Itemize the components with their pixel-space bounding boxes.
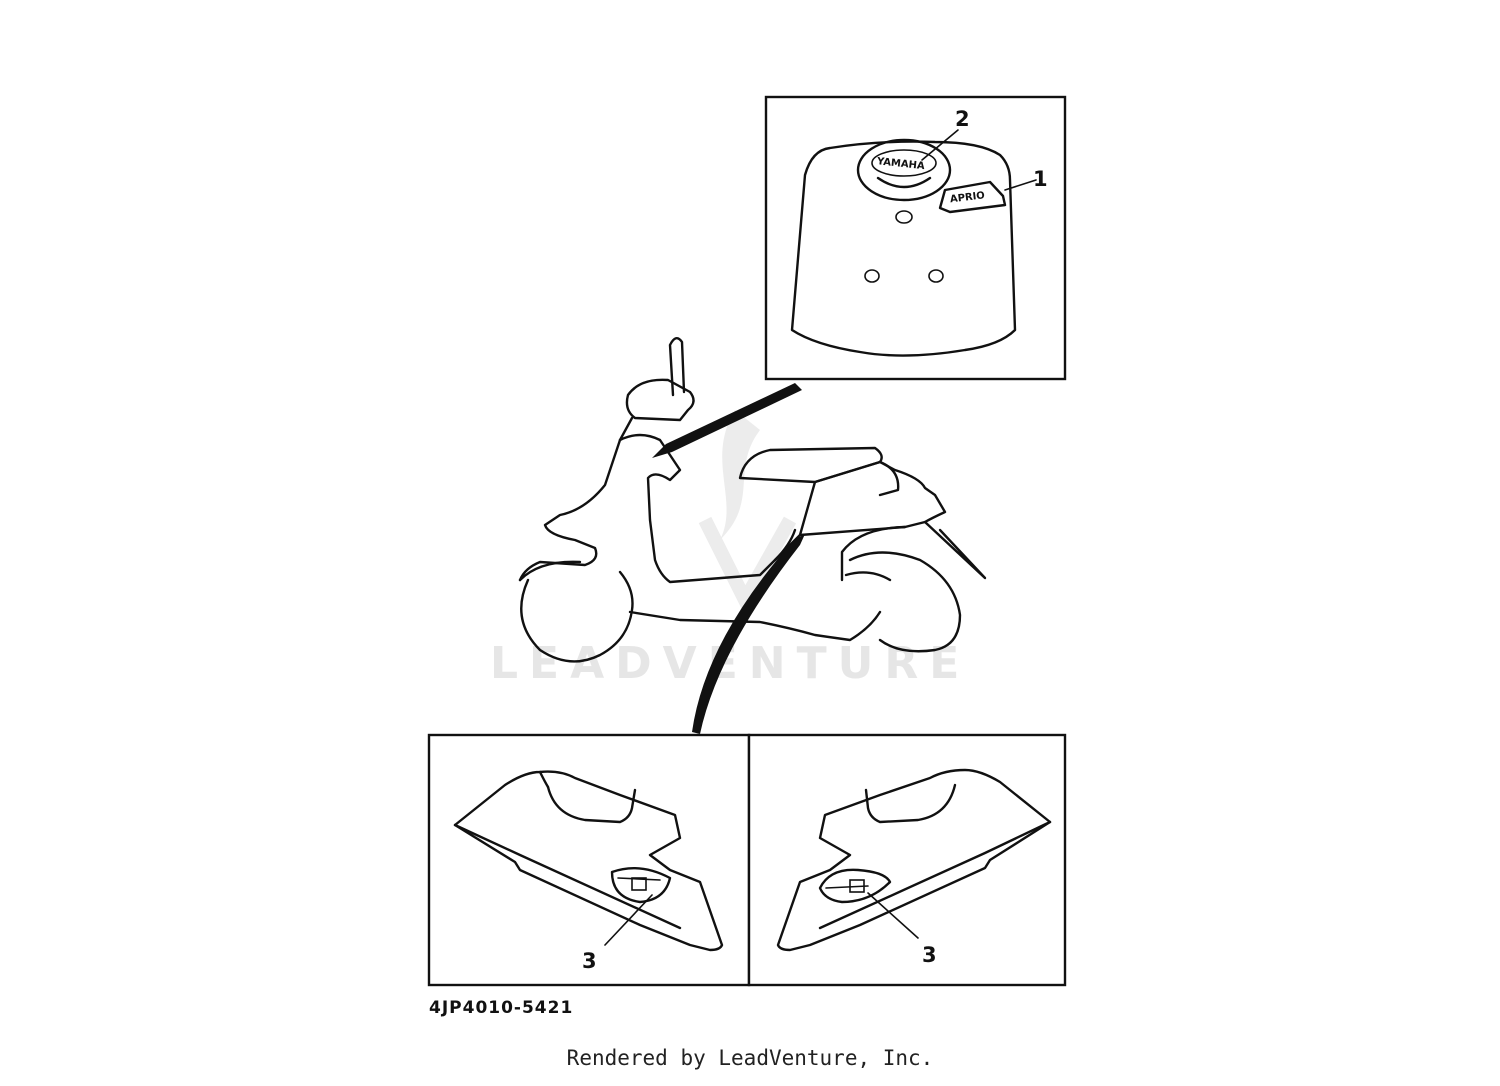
callout-2: 2 <box>955 107 970 131</box>
yamaha-emblem: YAMAHA <box>875 156 925 172</box>
callout-3-right: 3 <box>922 943 937 967</box>
callout-1: 1 <box>1033 167 1048 191</box>
inset-front-panel: YAMAHA APRIO 1 2 <box>764 95 1067 381</box>
inset-side-cover-right: 3 <box>747 733 1067 987</box>
callout-3-left: 3 <box>582 949 597 973</box>
footer-credit: Rendered by LeadVenture, Inc. <box>566 1046 934 1070</box>
inset-side-cover-left: 3 <box>427 733 751 987</box>
leader-arrows <box>652 383 805 734</box>
model-emblem: APRIO <box>949 190 985 205</box>
scooter-illustration <box>518 337 987 663</box>
diagram-part-number: 4JP4010-5421 <box>429 998 573 1018</box>
